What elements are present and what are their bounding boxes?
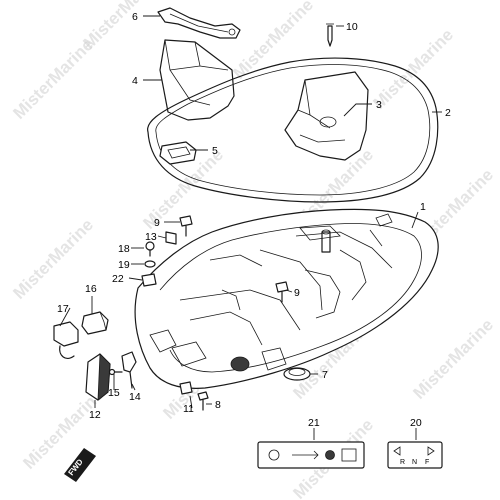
callout-17: 17 [57,303,69,315]
callout-18: 18 [118,243,130,255]
part-16-grommet [81,311,109,335]
callout-9-upper: 9 [154,217,160,229]
callout-10: 11 [183,403,194,415]
part-21-warning-label [257,441,365,469]
part-14-bracket [121,351,137,389]
part-12-cover [85,353,111,401]
part-17-clamp [53,321,79,359]
callout-1: 1 [420,201,426,213]
callout-6: 6 [132,11,138,23]
callout-8: 8 [215,399,221,411]
shift-label-r: R [400,459,405,466]
callout-7: 7 [322,369,328,381]
callout-5: 5 [212,145,218,157]
part-10-clip [179,381,193,395]
callout-3: 3 [376,99,382,111]
fwd-badge: FWD [64,448,96,482]
callout-19: 19 [118,259,130,271]
callout-20: 20 [410,417,422,429]
part-9-bolt-lower [275,281,289,303]
watermark: MisterMarine [19,385,107,473]
watermark: MisterMarine [9,35,97,123]
part-22-clip [141,273,157,287]
part-20-shift-label: R N F [387,441,443,469]
part-4-duct [159,39,235,121]
part-19-washer [144,260,156,268]
part-13-clip [165,231,177,245]
part-11-screw [326,23,334,47]
watermark: MisterMarine [79,0,167,53]
callout-12: 12 [89,409,101,421]
callout-2: 2 [445,107,451,119]
watermark: MisterMarine [9,215,97,303]
watermark: MisterMarine [409,315,497,403]
shift-label-f: F [425,459,429,466]
callout-22: 22 [112,273,124,285]
callout-4: 4 [132,75,138,87]
watermark: MisterMarine [369,25,457,113]
part-6-bracket [157,7,241,39]
callout-15: 15 [108,387,120,399]
part-9-bolt-upper [179,215,193,237]
callout-11: 10 [346,21,358,33]
callout-21: 21 [308,417,320,429]
watermark: MisterMarine [229,0,317,83]
part-18-screw [145,241,155,257]
callout-9-lower: 9 [294,287,300,299]
part-15-screw [108,368,123,376]
callout-labels: 6 4 3 2 5 10 1 7 8 9 9 11 13 14 15 16 17… [57,11,451,429]
part-1-bottom-cowling [134,208,439,389]
part-5-grommet [159,141,197,165]
part-8-bolt [197,391,209,411]
shift-label-n: N [412,459,417,466]
leader-lines [59,15,442,440]
part-3-plate [284,71,369,161]
callout-13: 13 [145,231,157,243]
callout-16: 16 [85,283,97,295]
part-7-grommet [283,367,311,381]
callout-14: 14 [129,391,141,403]
